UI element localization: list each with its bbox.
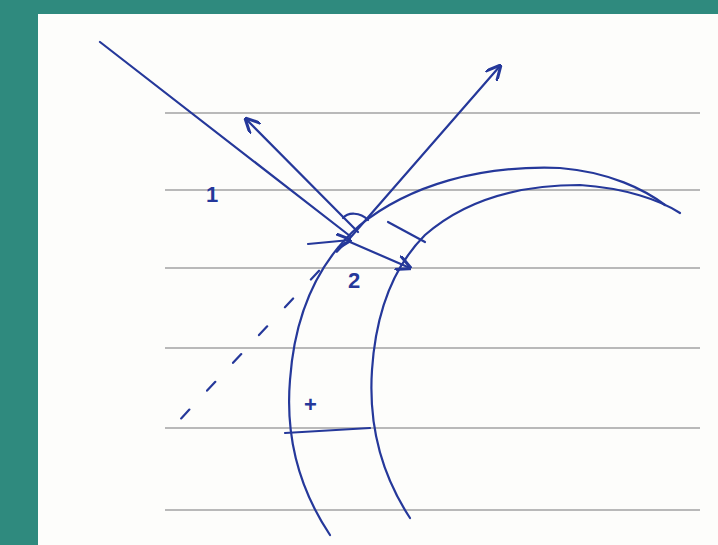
ruled-lines	[165, 113, 700, 510]
ray-drawing	[100, 42, 680, 535]
callout-number: 1	[206, 184, 218, 206]
callout-number: 2	[348, 270, 360, 292]
callout-number: +	[304, 394, 317, 416]
paper-sheet	[38, 14, 718, 545]
